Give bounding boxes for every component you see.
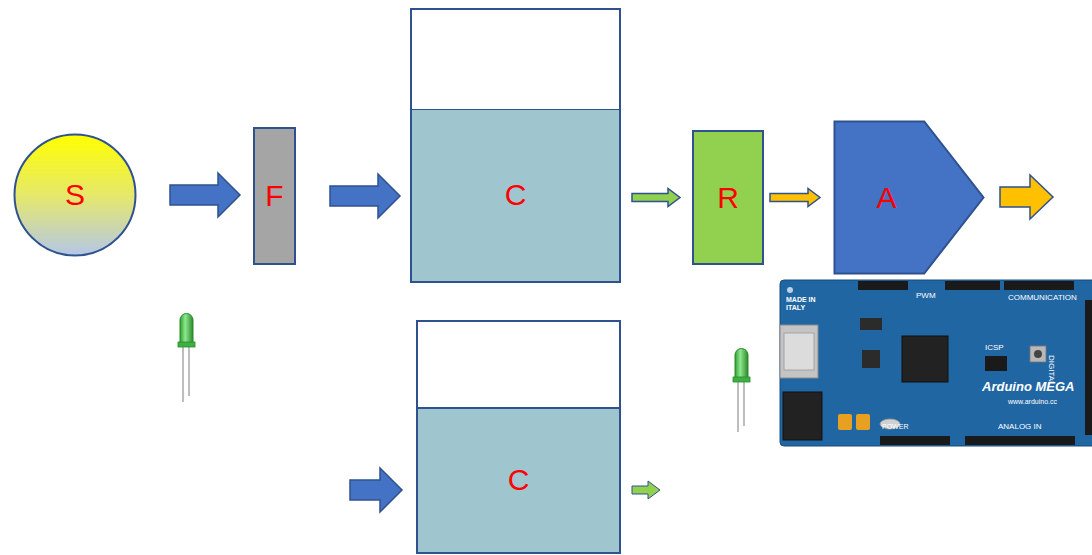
board-label: Arduino MEGA [982, 380, 1074, 394]
flow-arrow [170, 173, 240, 217]
node-body: A [833, 120, 985, 275]
board-label: MADE IN ITALY [786, 296, 820, 311]
container-box: C [416, 320, 621, 554]
filter-box: F [253, 127, 296, 265]
output-arrow [632, 481, 660, 499]
board-label: ICSP [985, 344, 1004, 353]
board-label: COMMUNICATION [1008, 294, 1077, 303]
board-label: DIGITAL [1046, 355, 1055, 386]
led-symbol [733, 349, 750, 433]
node-label: A [876, 183, 896, 213]
arduino-board [780, 280, 1092, 446]
source-outline [15, 135, 136, 256]
input-arrow [350, 468, 402, 512]
board-label: ANALOG IN [998, 423, 1042, 432]
node-label: C [505, 180, 527, 210]
node-body: C [418, 407, 619, 552]
board-label: www.arduino.cc [1008, 398, 1057, 406]
node-label: C [508, 465, 530, 495]
signal-arrow [770, 189, 820, 207]
node-body: C [412, 109, 619, 281]
board-label: PWM [916, 292, 936, 301]
node-label: S [65, 180, 85, 210]
node-body: F [255, 129, 294, 263]
node-label: R [717, 183, 739, 213]
container-box: C [410, 8, 621, 283]
receiver-box: R [692, 130, 764, 265]
node-body: S [13, 133, 137, 257]
source-circle: S [13, 133, 137, 257]
led-symbol [178, 314, 195, 403]
amplifier-shape: A [833, 120, 985, 275]
board-label: POWER [882, 423, 908, 431]
amplifier-shape-outline [833, 120, 985, 275]
node-label: F [265, 181, 283, 211]
signal-arrow [632, 189, 680, 207]
node-body: R [694, 132, 762, 263]
flow-arrow [330, 174, 400, 218]
output-arrow [1000, 175, 1053, 219]
amplifier-outline [835, 122, 984, 274]
